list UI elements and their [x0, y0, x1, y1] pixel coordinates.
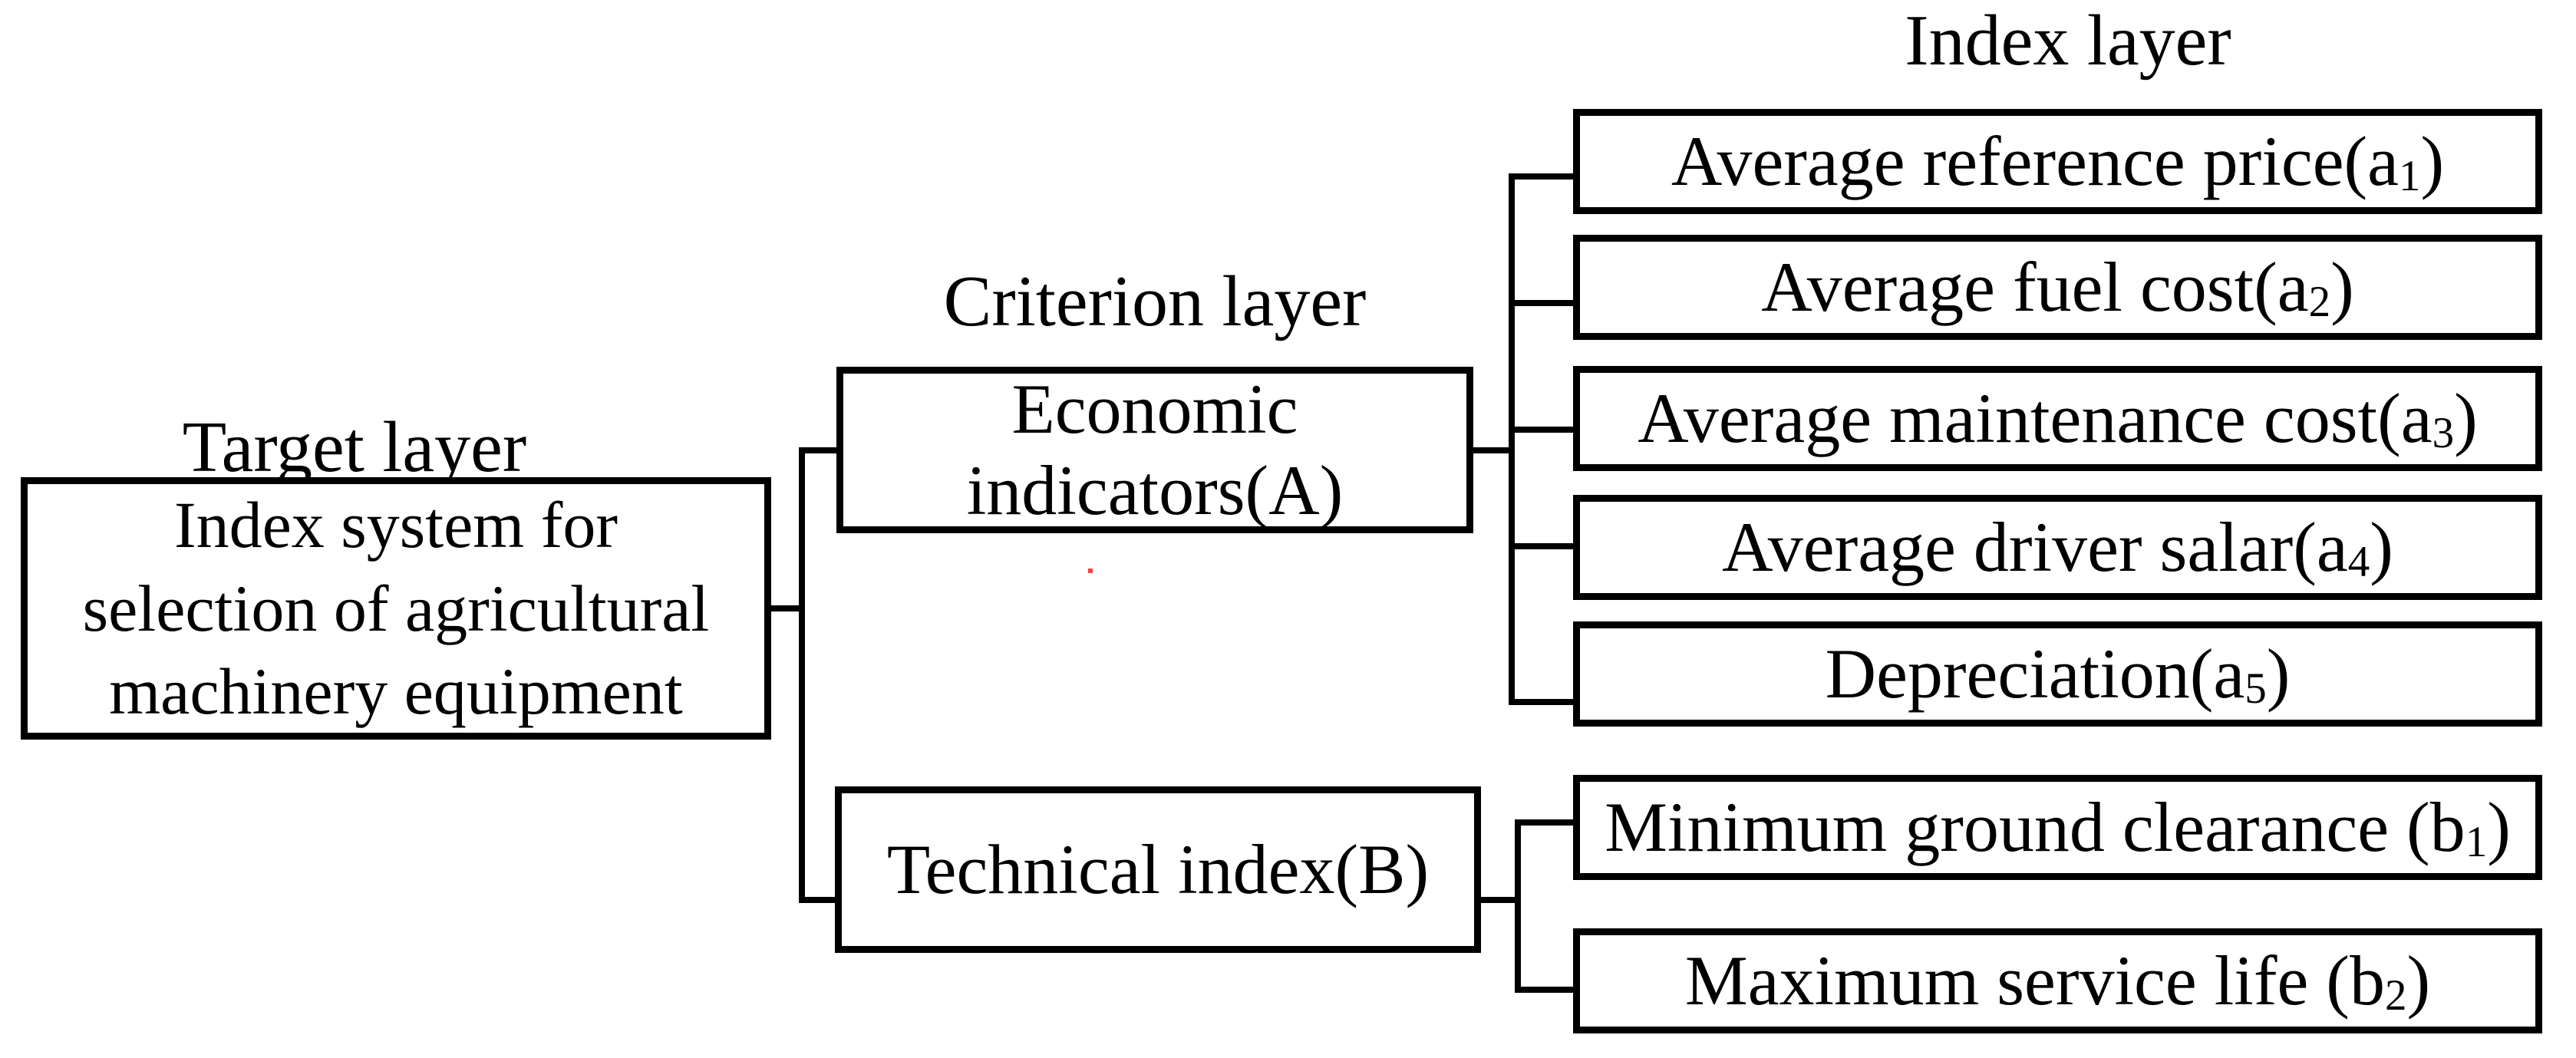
index-box-b2: Maximum service life (b2) [1573, 928, 2542, 1033]
index-box-a2: Average fuel cost(a2) [1573, 235, 2542, 340]
connector-target-to-criterion [770, 447, 839, 903]
target-layer-title: Target layer [182, 407, 527, 487]
economic-indicators-line: indicators(A) [966, 450, 1344, 529]
index-box-label: Average fuel cost(a2) [1761, 247, 2354, 326]
index-box-label: Average maintenance cost(a3) [1638, 378, 2478, 457]
index-box-label: Average driver salar(a4) [1722, 507, 2393, 586]
economic-indicators-line: Economic [1011, 369, 1298, 448]
index-layer-title: Index layer [1905, 1, 2231, 81]
target-box-line: selection of agricultural [82, 571, 710, 645]
technical-index-line: Technical index(B) [886, 829, 1430, 908]
index-box-label: Depreciation(a5) [1825, 634, 2291, 713]
index-box-a3: Average maintenance cost(a3) [1573, 366, 2542, 471]
index-box-label: Minimum ground clearance (b1) [1605, 787, 2511, 866]
index-box-a5: Depreciation(a5) [1573, 621, 2542, 727]
stray-dot [1088, 569, 1093, 573]
target-box: Index system for selection of agricultur… [21, 477, 771, 740]
economic-indicators-box: Economic indicators(A) [836, 367, 1473, 533]
index-box-label: Maximum service life (b2) [1684, 941, 2431, 1020]
criterion-layer-title: Criterion layer [943, 262, 1367, 341]
index-box-label: Average reference price(a1) [1671, 121, 2445, 200]
connector-economic-to-index [1470, 173, 1576, 705]
index-box-b1: Minimum ground clearance (b1) [1573, 775, 2542, 880]
technical-index-box: Technical index(B) [835, 786, 1481, 953]
connector-technical-to-index [1478, 819, 1576, 993]
index-box-a4: Average driver salar(a4) [1573, 495, 2542, 600]
target-box-line: Index system for [174, 488, 618, 562]
index-box-a1: Average reference price(a1) [1573, 109, 2542, 214]
target-box-line: machinery equipment [109, 654, 683, 729]
